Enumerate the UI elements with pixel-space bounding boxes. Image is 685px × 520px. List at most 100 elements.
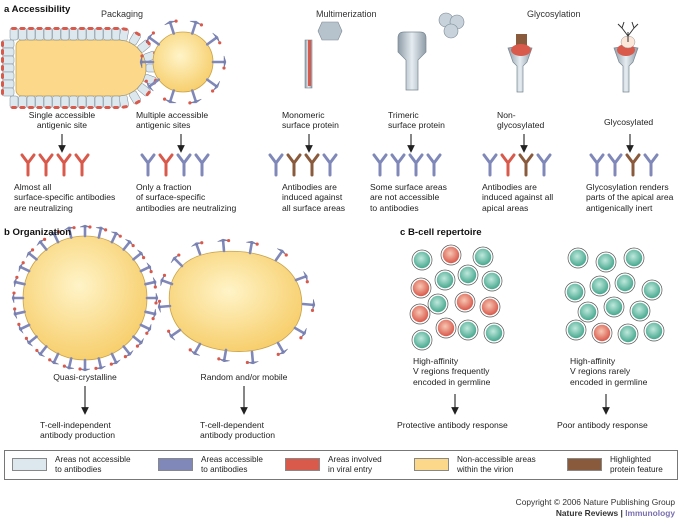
antibody [176,153,192,177]
spike-protein [245,350,259,365]
b-cell [614,272,636,294]
capsid-subunit [43,27,53,41]
b-cell [641,279,663,301]
spike-protein [157,299,172,313]
panel-b-title: b Organization [4,227,72,238]
outcome-random-mobile: T-cell-dependent antibody production [200,420,276,441]
capsid-subunit [35,27,44,41]
panel-c-title: c B-cell repertoire [400,227,482,238]
spike-protein [191,241,204,256]
multimerization-heading: Multimerization [316,9,377,19]
b-cell [565,319,587,341]
b-cell [623,247,645,269]
capsid-subunit [69,95,78,109]
spike-protein [139,262,153,274]
random-mobile-virion [157,238,316,365]
outcome-nonglycosylated: Antibodies are induced against all apica… [482,182,554,213]
capsid-subunit [60,27,70,41]
antibody [390,153,406,177]
spike-protein [211,55,227,70]
spike-protein [11,291,25,304]
spike-protein [160,273,174,286]
label-single-site: Single accessible antigenic site [28,110,96,131]
capsid-subunit [52,95,61,109]
spike-protein [274,248,288,262]
spike-protein [109,352,121,366]
legend-label-non-accessible-virion: Non-accessible areas within the virion [457,455,536,474]
b-cell [564,281,586,303]
antibody [56,153,72,177]
spike-protein [294,271,309,284]
spike-protein [301,299,316,312]
b-cell [481,270,503,292]
packaging-heading: Packaging [101,9,144,19]
label-frequent-germline: High-affinity V regions frequently encod… [413,356,491,387]
capsid-subunit [69,27,78,41]
b-cell [411,249,433,271]
antibody [500,153,516,177]
spike-protein [94,357,106,370]
antibody [426,153,442,177]
b-cell-high-affinity [435,317,457,339]
spike-protein [205,32,222,46]
spike-protein [36,237,48,251]
monomeric-protein [304,21,343,89]
spike-protein [188,342,202,356]
antibody [194,153,210,177]
spike-protein [144,78,161,92]
capsid-subunit [1,87,15,97]
b-cell-high-affinity [440,244,462,266]
antibody [38,153,54,177]
spike-protein [170,253,184,268]
capsid-subunit [1,39,15,49]
spike-protein [132,335,144,348]
spike-protein [49,230,61,244]
b-cell [643,320,665,342]
spike-protein [79,224,92,238]
antibody [158,153,174,177]
spike-protein [122,239,135,251]
b-cell [411,329,433,351]
capsid-subunit [103,27,112,41]
capsid-subunit [1,63,15,73]
legend-label-not-accessible: Areas not accessible to antibodies [55,455,131,474]
b-cell [567,247,589,269]
antibody-rows [20,153,659,177]
b-cell-high-affinity [591,322,613,344]
spike-protein [18,261,31,273]
nonglycosylated-protein [507,34,533,93]
legend-label-viral-entry: Areas involved in viral entry [328,455,382,474]
journal-title: Nature Reviews [555,508,619,518]
antibody [268,153,284,177]
label-random-mobile: Random and/or mobile [200,372,288,382]
capsid-subunit [1,79,15,89]
spike-protein [62,357,75,370]
spike-protein [26,248,38,261]
b-cell-high-affinity [479,296,501,318]
outcome-poor: Poor antibody response [557,420,648,430]
panel-a-title: a Accessibility [4,4,71,15]
spike-protein [276,341,288,357]
antibody [322,153,338,177]
glycosylated-protein [613,21,639,93]
legend-swatch-highlighted-feature [567,458,602,471]
outcome-monomeric: Antibodies are induced against all surfa… [282,182,346,213]
antibody [518,153,534,177]
capsid-subunit [77,27,87,41]
spike-protein [146,31,161,46]
legend: Areas not accessible to antibodies Areas… [4,450,678,480]
capsid-subunit [143,74,158,86]
spike-protein [35,345,48,357]
copyright-notice: Copyright © 2006 Nature Publishing Group [515,497,675,507]
antibody [643,153,659,177]
outcome-quasi-crystalline: T-cell-independent antibody production [40,420,116,441]
capsid-subunit [111,95,121,109]
capsid-subunit [35,95,44,109]
b-cell-high-affinity [409,303,431,325]
capsid-subunit [18,27,27,41]
legend-swatch-not-accessible [12,458,47,471]
legend-swatch-accessible [158,458,193,471]
antibody [20,153,36,177]
capsid-subunit [9,27,19,41]
